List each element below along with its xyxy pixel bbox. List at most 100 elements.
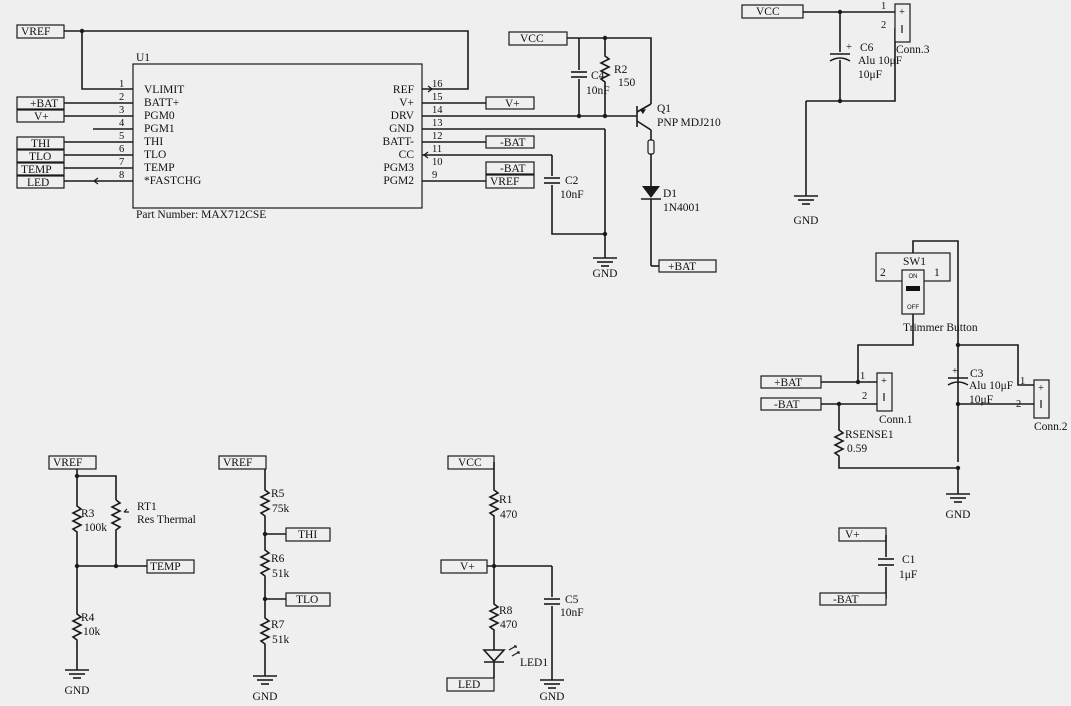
u1-pin-number: 9 <box>432 170 437 181</box>
r2-value: 150 <box>618 77 636 89</box>
port-thi-r5: THI <box>298 529 317 541</box>
c4-value: 10nF <box>586 85 610 97</box>
switch-battery-stage: SW1 2 1 ON OFF Trimmer Button +BAT -BAT … <box>760 240 1068 521</box>
svg-text:+: + <box>899 7 905 18</box>
u1-pin-number: 13 <box>432 118 443 129</box>
conn2-ref: Conn.2 <box>1034 421 1068 433</box>
u1-pin-name: BATT+ <box>144 97 179 109</box>
u1-pin-16: 16 REF <box>393 79 443 96</box>
r5-value: 75k <box>272 503 290 515</box>
u1-pin-number: 12 <box>432 131 443 142</box>
c6-value: Alu 10μF <box>858 55 902 67</box>
port-vref-r3: VREF <box>53 457 82 469</box>
u1-pin-name: THI <box>144 136 163 148</box>
port-bat-minus-c1: -BAT <box>833 594 859 606</box>
c6-conn3: VCC + C6 Alu 10μF 10μF GND + 1 2 Conn.3 <box>741 1 930 227</box>
u1-ref: U1 <box>136 52 150 64</box>
rt1-ref: RT1 <box>137 501 157 513</box>
u1-pin-number: 16 <box>432 79 443 90</box>
port-bat-plus-sw: +BAT <box>774 377 802 389</box>
c2-value: 10nF <box>560 189 584 201</box>
svg-text:+: + <box>881 376 887 387</box>
c2-ref: C2 <box>565 175 579 187</box>
rt1-value: Res Thermal <box>137 514 196 526</box>
r3-value: 100k <box>84 522 107 534</box>
r4-ref: R4 <box>81 612 95 624</box>
conn1-body <box>876 372 893 412</box>
conn1-ref: Conn.1 <box>879 414 913 426</box>
conn3-pin2: 2 <box>881 20 886 31</box>
conn3-body <box>894 3 911 43</box>
sw1-on: ON <box>909 274 918 280</box>
sw1-ref: SW1 <box>903 256 926 268</box>
c6-ref: C6 <box>860 42 874 54</box>
conn3-ref: Conn.3 <box>896 44 930 56</box>
u1-pin-1: 1 VLIMIT <box>119 79 184 96</box>
conn3-pin1: 1 <box>881 1 886 12</box>
svg-text:+: + <box>846 42 852 53</box>
u1-right-nets: V+ -BAT -BAT VREF <box>422 85 637 189</box>
port-vplus-r: V+ <box>505 98 520 110</box>
port-led-r8: LED <box>458 679 480 691</box>
u1-pin-name: PGM0 <box>144 110 175 122</box>
u1-pin-name: DRV <box>391 110 415 122</box>
u1-pin-number: 1 <box>119 79 124 90</box>
u1-pin-number: 11 <box>432 144 442 155</box>
d1-value: 1N4001 <box>663 202 700 214</box>
d1-ref: D1 <box>663 188 677 200</box>
c5-ref: C5 <box>565 594 579 606</box>
port-bat-minus-sw: -BAT <box>774 399 800 411</box>
u1-pin-number: 5 <box>119 131 124 142</box>
u1-pin-name: *FASTCHG <box>144 175 201 187</box>
c1-ref: C1 <box>902 554 916 566</box>
r4-value: 10k <box>83 626 101 638</box>
conn1-pin1: 1 <box>860 371 865 382</box>
r8-value: 470 <box>500 619 518 631</box>
u1-pin-name: PGM1 <box>144 123 175 135</box>
port-tlo-r6: TLO <box>296 594 318 606</box>
sw1-pin1: 1 <box>934 267 940 279</box>
u1-pin-number: 10 <box>432 157 443 168</box>
u1-pin-name: VLIMIT <box>144 84 184 96</box>
port-vref-r5: VREF <box>223 457 252 469</box>
u1-left-ports: +BAT V+ THI TLO TEMP LED <box>16 96 133 189</box>
r5-ref: R5 <box>271 488 285 500</box>
port-vcc-r1: VCC <box>458 457 482 469</box>
net-vref-top: VREF <box>16 24 469 90</box>
sw1-value: Trimmer Button <box>903 322 978 334</box>
u1-pin-name: TLO <box>144 149 166 161</box>
conn2-pin1: 1 <box>1020 376 1025 387</box>
port-vcc-q1: VCC <box>520 33 544 45</box>
q1-drive-stage: VCC C4 10nF R2 150 Q1 PNP MDJ210 D1 1N40… <box>508 31 721 280</box>
port-vcc-c6: VCC <box>756 6 780 18</box>
u1-pin-name: PGM3 <box>383 162 414 174</box>
c3-ref: C3 <box>970 368 984 380</box>
u1-pin-8: 8*FASTCHG <box>119 170 201 187</box>
svg-text:+: + <box>952 366 958 377</box>
r7-ref: R7 <box>271 619 285 631</box>
port-thi-u1: THI <box>31 138 50 150</box>
u1-pin-name: REF <box>393 84 414 96</box>
port-vplus-r1: V+ <box>460 561 475 573</box>
ground-label-6: GND <box>540 691 565 703</box>
sw1-pin2: 2 <box>880 267 886 279</box>
u1-pin-name: TEMP <box>144 162 175 174</box>
u1-pin-name: PGM2 <box>383 175 414 187</box>
u1-pin-10: 10 PGM3 <box>383 157 442 174</box>
u1-pin-5: 5 THI <box>119 131 163 148</box>
rsense1-ref: RSENSE1 <box>845 429 894 441</box>
u1-part-number: Part Number: MAX712CSE <box>136 209 266 221</box>
rsense1-value: 0.59 <box>847 443 867 455</box>
port-temp-u1: TEMP <box>21 164 52 176</box>
ground-label-4: GND <box>65 685 90 697</box>
conn2-body <box>1033 379 1050 419</box>
port-vplus-c1: V+ <box>845 529 860 541</box>
